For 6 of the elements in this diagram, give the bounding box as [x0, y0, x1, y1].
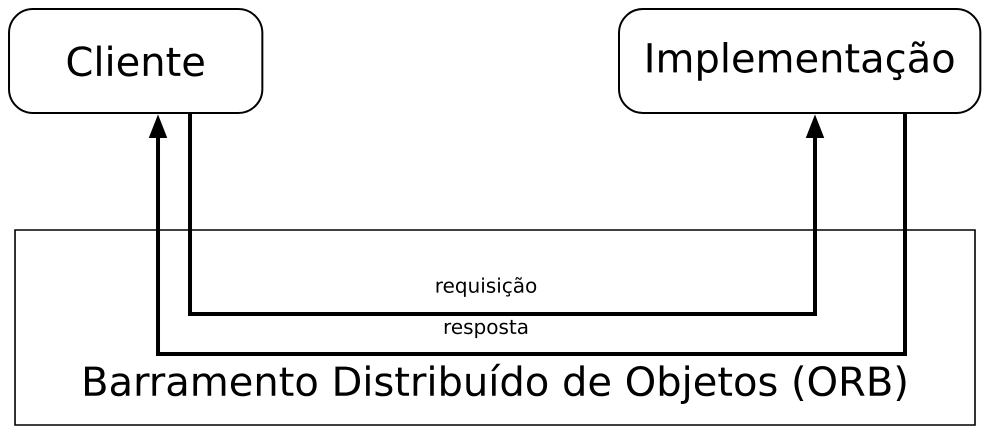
arrow: [148, 114, 907, 356]
edge-label: requisição: [433, 276, 539, 298]
rounded-box: Implementação: [618, 8, 982, 114]
rounded-box: Cliente: [8, 8, 264, 114]
edge-label: resposta: [442, 318, 530, 340]
bus-label: Barramento Distribuído de Objetos (ORB): [85, 364, 906, 404]
